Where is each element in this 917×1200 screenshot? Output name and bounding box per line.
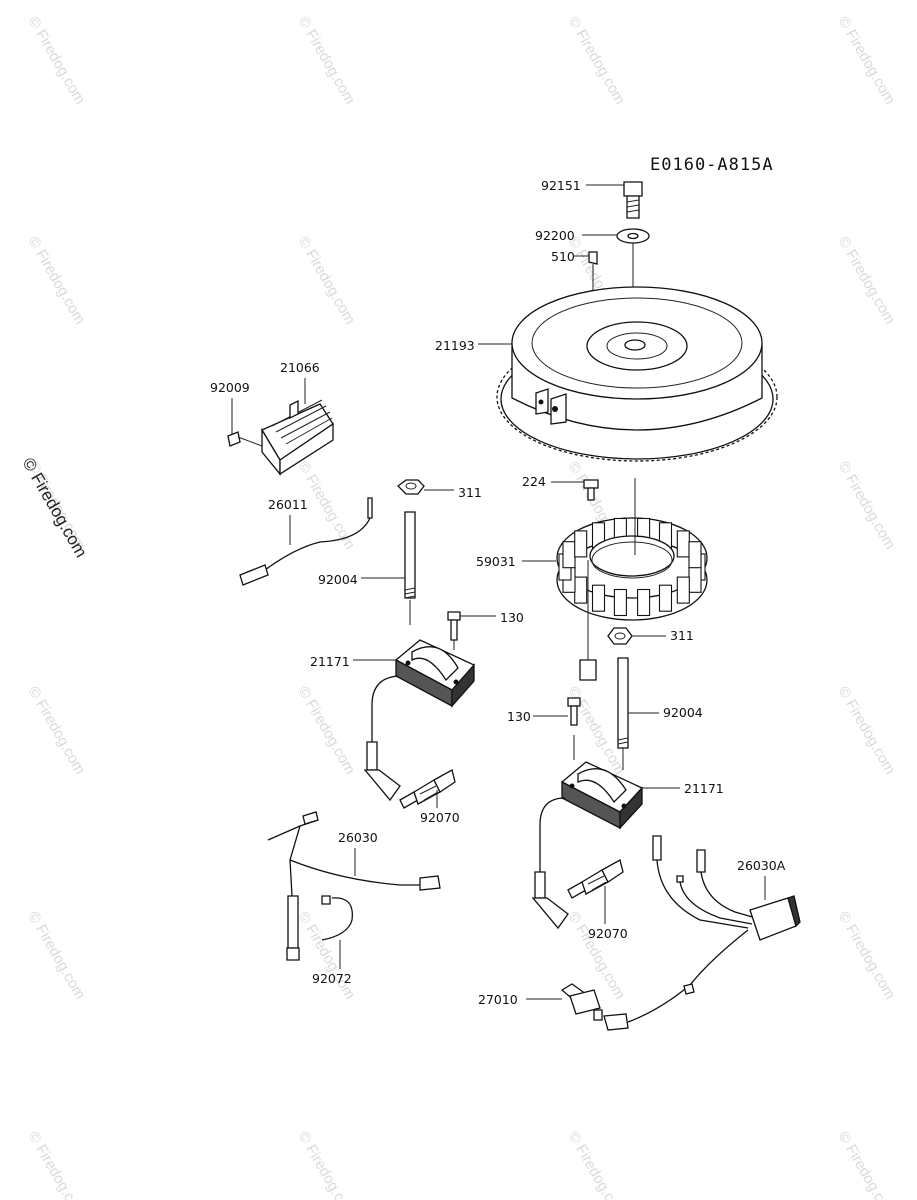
stator-tooth	[676, 576, 690, 604]
part-labels: 92151 92200 510 21193 21066 92009 26011 311 224 5…	[210, 178, 786, 1007]
harness-26011	[239, 497, 373, 586]
part-label-311b: 311	[670, 628, 694, 643]
stator-tooth	[658, 584, 673, 612]
part-label-92151: 92151	[541, 178, 581, 193]
coil-lead-left	[363, 675, 401, 802]
part-label-311a: 311	[458, 485, 482, 500]
watermark: © Firedog.com	[835, 14, 899, 108]
part-label-26030: 26030	[338, 830, 378, 845]
part-label-21171a: 21171	[310, 654, 350, 669]
spark-plug-92070-left	[399, 769, 456, 809]
flywheel-21193	[496, 286, 778, 462]
stator-tooth	[688, 565, 702, 593]
watermark: © Firedog.com	[295, 14, 359, 108]
stator-tooth	[591, 584, 606, 612]
spark-plug-92070-right	[567, 859, 624, 899]
diagram-code: E0160-A815A	[650, 155, 774, 175]
screw-130-left	[447, 611, 461, 650]
watermark-layer: © Firedog.com © Firedog.com © Firedog.com ©…	[25, 14, 899, 1200]
oil-switch-27010	[560, 983, 603, 1021]
watermark: © Firedog.com	[835, 909, 899, 1003]
bolt-92151	[623, 181, 643, 219]
watermark: © Firedog.com	[295, 1129, 359, 1200]
part-label-26030A: 26030A	[737, 858, 786, 873]
screw-224	[583, 479, 599, 501]
watermark: © Firedog.com	[295, 234, 359, 328]
part-label-92070a: 92070	[420, 810, 460, 825]
part-label-130a: 130	[500, 610, 524, 625]
watermark: © Firedog.com	[835, 684, 899, 778]
stator-tooth	[637, 588, 651, 617]
part-label-26011: 26011	[268, 497, 308, 512]
stator-tooth	[676, 530, 690, 558]
nut-311-left	[397, 479, 425, 495]
part-label-510: 510	[551, 249, 575, 264]
coil-lead-right	[531, 797, 569, 930]
stator-tooth	[574, 530, 588, 558]
watermark: © Firedog.com	[835, 459, 899, 553]
stator-tooth	[562, 541, 576, 569]
stator-connector	[579, 630, 597, 681]
part-label-92072: 92072	[312, 971, 352, 986]
part-label-27010: 27010	[478, 992, 518, 1007]
watermark: © Firedog.com	[565, 14, 629, 108]
harness-26030	[267, 811, 441, 961]
stator-tooth	[613, 588, 627, 617]
watermark: © Firedog.com	[25, 234, 89, 328]
part-label-21171b: 21171	[684, 781, 724, 796]
stator-tooth	[574, 576, 588, 604]
side-watermark: © Firedog.com	[19, 455, 91, 561]
part-label-21066: 21066	[280, 360, 320, 375]
nut-311-right	[607, 627, 633, 645]
wire-92072	[321, 895, 353, 941]
watermark: © Firedog.com	[835, 1129, 899, 1200]
watermark: © Firedog.com	[835, 234, 899, 328]
watermark: © Firedog.com	[295, 909, 359, 1003]
stator-59031	[556, 517, 708, 621]
screw-130-right	[567, 697, 581, 760]
ignition-coil-21171-right	[560, 761, 644, 830]
stator-tooth	[688, 541, 702, 569]
ignition-coil-21171-left	[394, 639, 476, 708]
regulator-21066	[261, 399, 334, 476]
part-label-130b: 130	[507, 709, 531, 724]
part-label-92070b: 92070	[588, 926, 628, 941]
key-510	[588, 251, 598, 265]
part-label-59031: 59031	[476, 554, 516, 569]
washer-92200	[616, 228, 650, 244]
part-label-21193: 21193	[435, 338, 475, 353]
part-label-92009: 92009	[210, 380, 250, 395]
part-label-92004b: 92004	[663, 705, 703, 720]
part-label-92004a: 92004	[318, 572, 358, 587]
stud-92004-right	[617, 657, 629, 770]
watermark: © Firedog.com	[25, 909, 89, 1003]
watermark: © Firedog.com	[25, 1129, 89, 1200]
watermark: © Firedog.com	[25, 14, 89, 108]
watermark: © Firedog.com	[25, 684, 89, 778]
part-label-92200: 92200	[535, 228, 575, 243]
watermark: © Firedog.com	[565, 1129, 629, 1200]
stud-92004-left	[404, 511, 416, 625]
part-label-224: 224	[522, 474, 546, 489]
harness-26030A	[603, 835, 801, 1031]
watermark: © Firedog.com	[295, 684, 359, 778]
screw-92009	[227, 431, 263, 447]
